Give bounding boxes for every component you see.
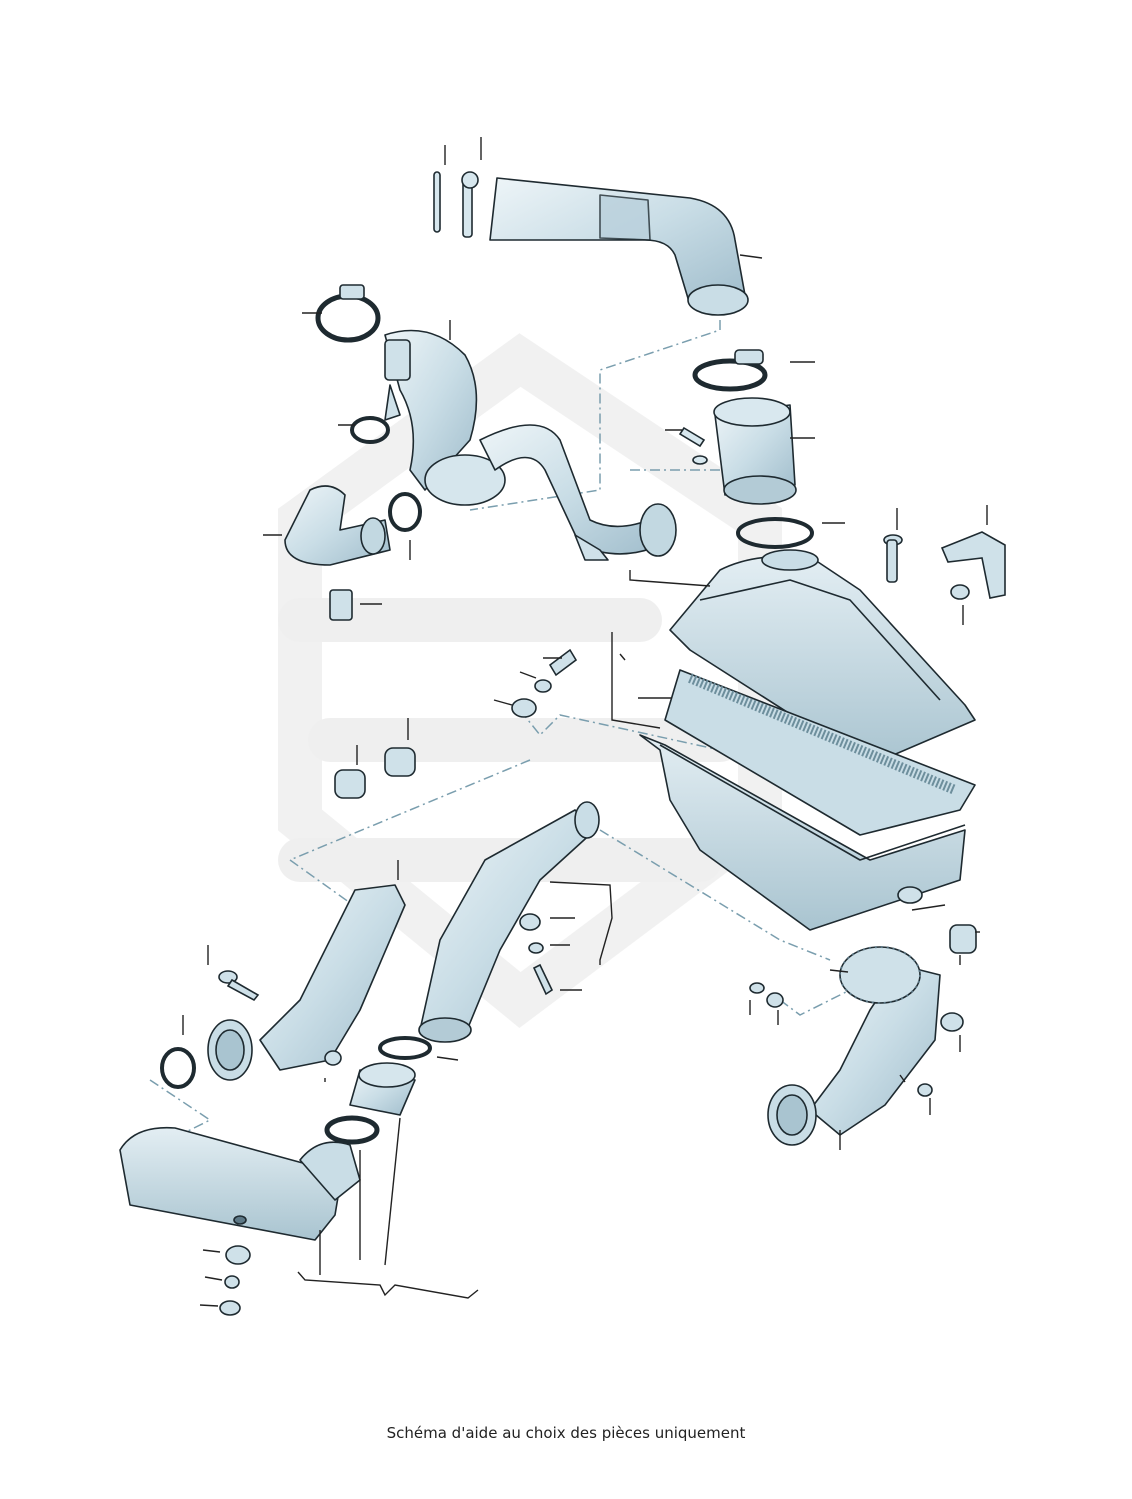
nut-right — [950, 584, 970, 600]
small-parts-right — [749, 982, 964, 1097]
o-ring-left — [160, 1047, 196, 1089]
bolt-right — [883, 534, 903, 583]
hose-clamp-small-1 — [350, 416, 390, 444]
exploded-parts-diagram — [119, 137, 1006, 1316]
intake-snorkel-right — [767, 964, 941, 1146]
grommets-left — [219, 1245, 251, 1316]
caption: Schéma d'aide au choix des pièces unique… — [386, 1424, 746, 1442]
intake-pipe-left — [384, 329, 677, 561]
bracket — [940, 531, 1006, 599]
bolt-left — [218, 970, 260, 1002]
hose-clamp-small-2 — [388, 492, 422, 532]
nut-left — [324, 1050, 342, 1066]
ring-center — [324, 1115, 380, 1145]
resonator-box — [119, 1126, 361, 1241]
air-filter-element — [664, 669, 976, 836]
hose-clamp-top-left — [315, 284, 381, 343]
leader-lines — [182, 137, 988, 1307]
sleeve-right — [949, 924, 977, 954]
hose-clamp-right — [692, 349, 768, 392]
coupling-center — [349, 1062, 416, 1116]
sleeves — [334, 747, 416, 799]
sensor-plug — [329, 589, 353, 621]
elbow-hose — [284, 485, 391, 566]
gasket-perforated — [839, 946, 921, 1004]
lower-center-duct — [418, 801, 600, 1043]
o-ring — [736, 517, 814, 549]
pin-part — [433, 171, 479, 238]
screw-center — [511, 648, 578, 718]
air-filter-housing-bottom — [639, 734, 966, 931]
clamp-center — [378, 1036, 432, 1060]
grommet-center — [519, 913, 554, 996]
upper-air-duct — [489, 177, 749, 316]
screw-small — [678, 426, 708, 465]
intake-snorkel-left — [207, 884, 406, 1081]
rubber-coupling — [713, 397, 797, 505]
